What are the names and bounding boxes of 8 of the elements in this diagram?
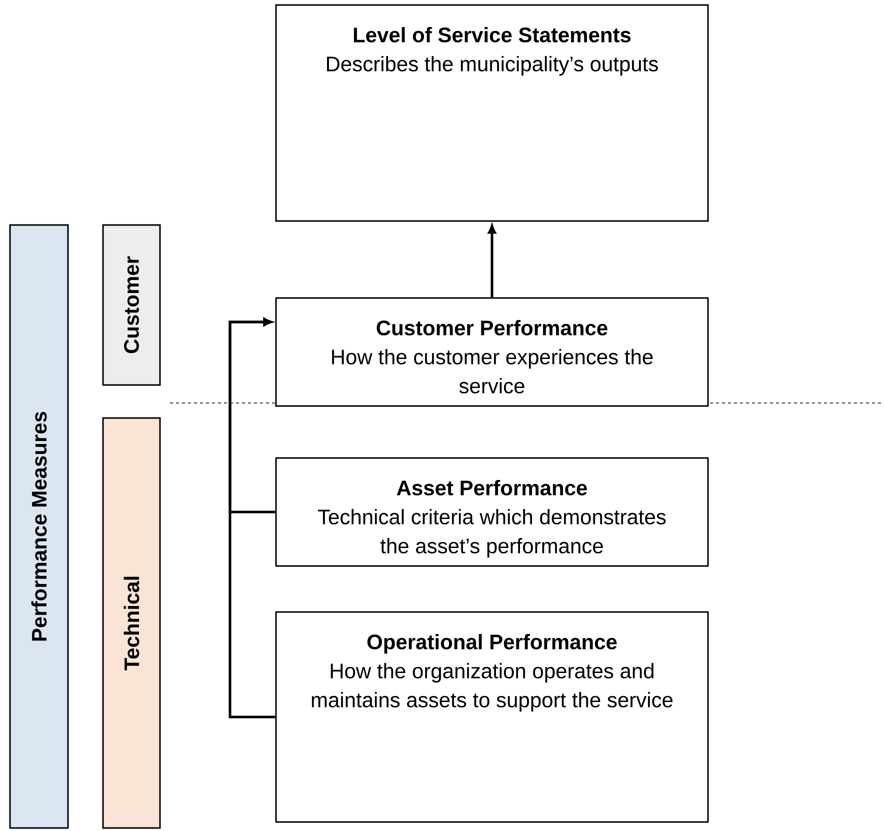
category-band: Customer	[102, 224, 161, 386]
category-band: Technical	[102, 417, 161, 829]
arrow	[228, 318, 276, 718]
process-box: Asset Performance Technical criteria which demonstrates the asset’s performance	[275, 457, 709, 567]
category-band: Performance Measures	[9, 224, 69, 829]
process-box: Customer Performance How the customer experiences the service	[275, 297, 709, 407]
process-box: Level of Service Statements Describes the municipality’s outputs	[275, 4, 709, 222]
process-box: Operational Performance How the organization operates and maintains assets to support the service	[275, 611, 709, 823]
